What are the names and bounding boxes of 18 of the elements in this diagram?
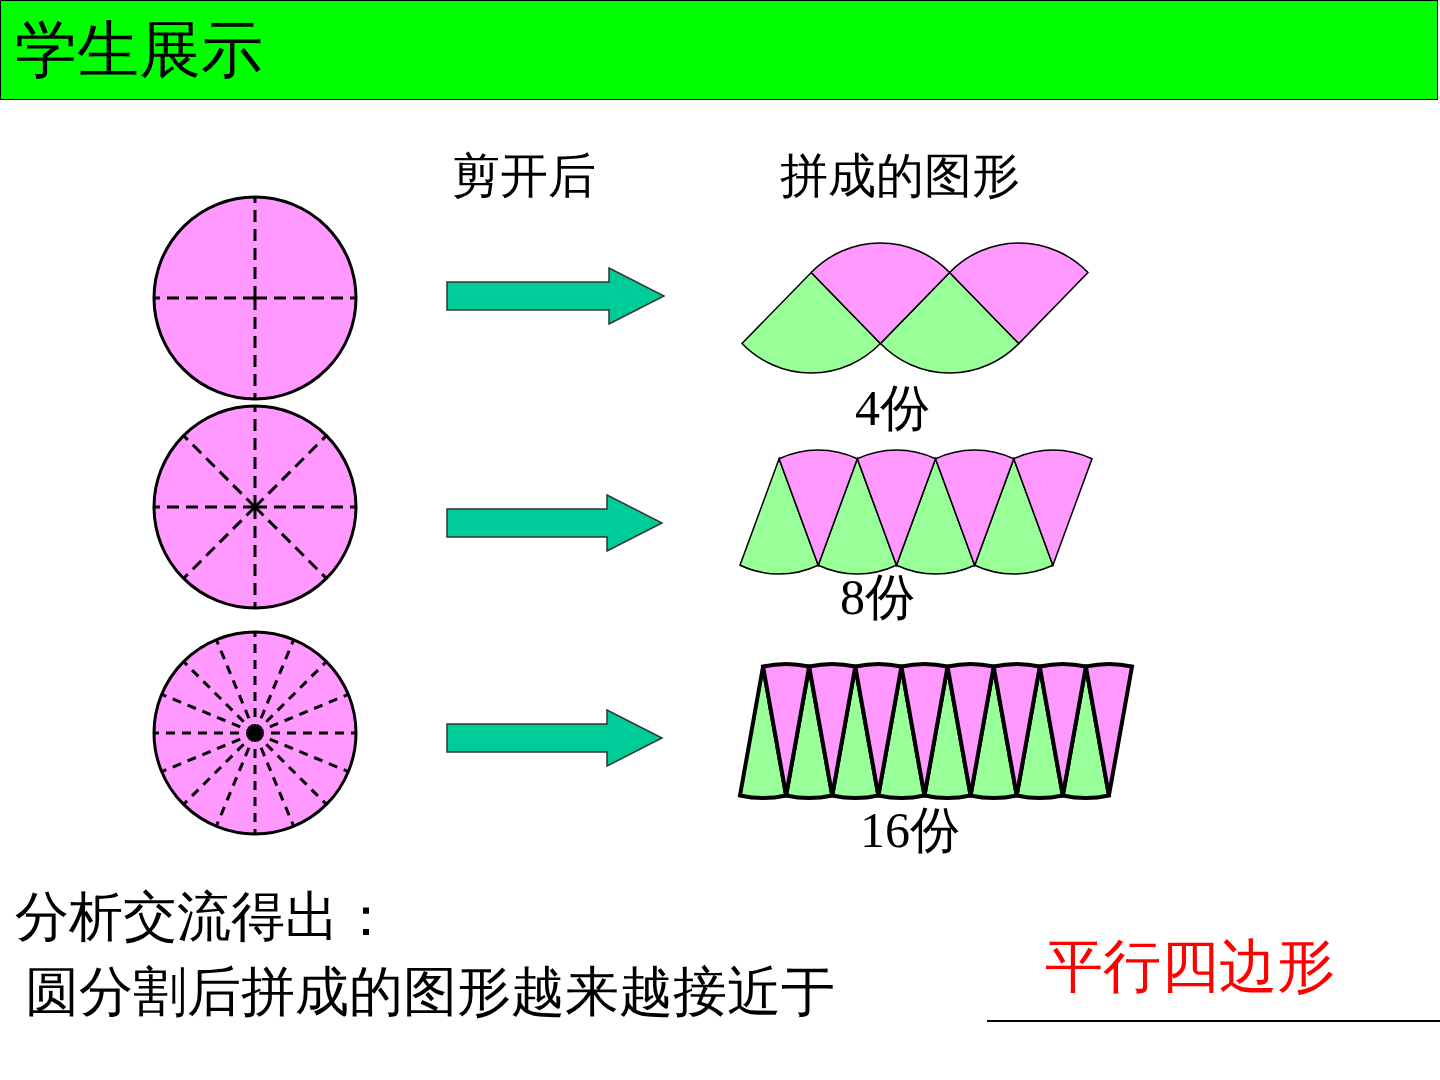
rearranged-sectors-drawing bbox=[742, 243, 1088, 373]
column-heading: 剪开后 bbox=[452, 148, 596, 203]
conclusion-sentence: 圆分割后拼成的图形越来越接近于 bbox=[25, 960, 835, 1022]
block-arrow bbox=[446, 708, 664, 768]
slide-title: 学生展示 bbox=[15, 14, 263, 86]
rearranged-sectors-drawing bbox=[740, 450, 1092, 574]
rearranged-sectors-drawing bbox=[740, 664, 1132, 798]
divided-circle bbox=[152, 195, 358, 401]
piece-count-label: 16份 bbox=[860, 802, 960, 858]
block-arrow bbox=[446, 493, 664, 553]
piece-count-label: 8份 bbox=[840, 569, 915, 625]
divided-circle bbox=[152, 404, 358, 610]
conclusion-heading: 分析交流得出： bbox=[15, 885, 393, 947]
answer-text: 平行四边形 bbox=[1045, 932, 1335, 999]
piece-count-label: 4份 bbox=[855, 380, 930, 436]
column-heading: 拼成的图形 bbox=[780, 148, 1020, 203]
divided-circle bbox=[152, 630, 358, 836]
block-arrow bbox=[446, 266, 666, 326]
